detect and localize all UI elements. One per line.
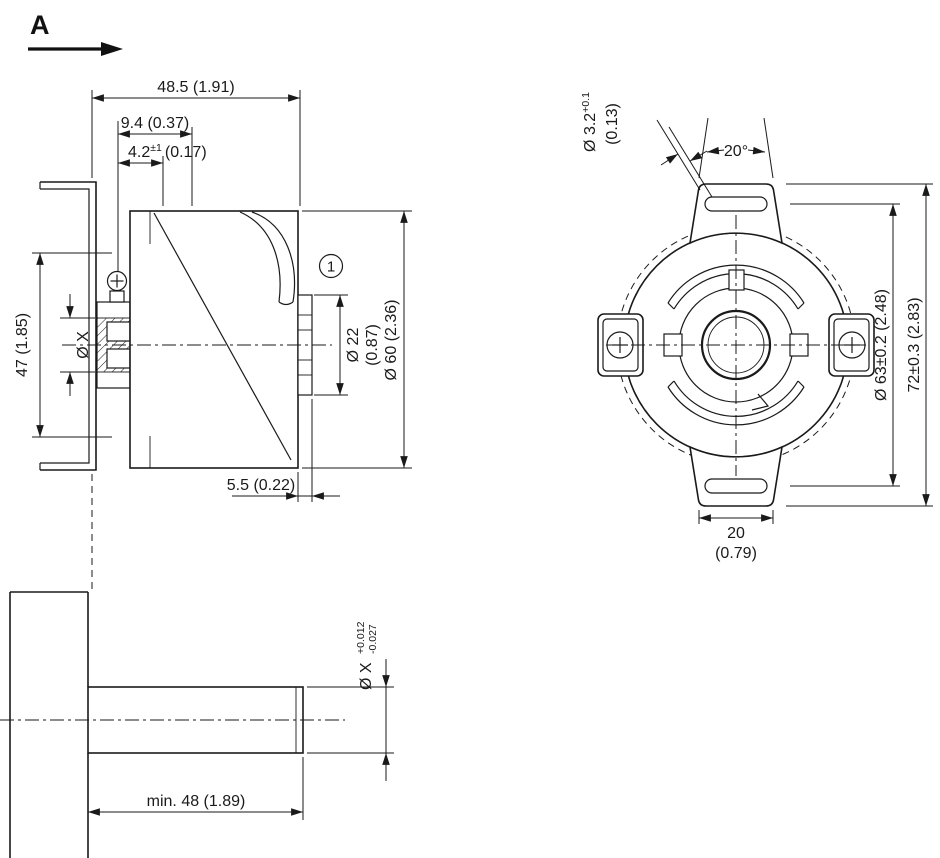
view-direction-indicator: A (28, 10, 123, 56)
clamp-screw-stem (109, 290, 125, 303)
dim-depth-total-label: 48.5 (1.91) (157, 79, 234, 96)
dim-hub-diameter-label: Ø 22 (345, 328, 362, 363)
callout-1-circle-icon (318, 253, 344, 279)
dimension-screw-offset: 9.4 (0.37) (118, 115, 193, 206)
mounting-bracket (39, 181, 97, 590)
dimension-body-diameter: Ø 60 (2.36) (302, 210, 412, 469)
dim-slot-width-inch-label: (0.13) (604, 103, 621, 145)
dim-hub-diameter-inch-label: (0.87) (364, 324, 381, 366)
torque-tab-bottom (688, 445, 784, 507)
side-view: 48.5 (1.91) 9.4 (0.37) 4.2±1(0.17) 47 (1… (14, 79, 412, 590)
torque-tab-top (688, 183, 784, 245)
callout-1: 1 (318, 253, 344, 279)
dimension-tab-angle: 20° (698, 117, 774, 179)
dimension-slot-width: Ø 3.2+0.1 (0.13) (580, 92, 713, 198)
view-direction-arrow-head-icon (101, 42, 123, 56)
torque-tab-top-slot (704, 196, 768, 212)
clamp-notch (751, 393, 770, 411)
dim-tab-width-label: 20 (727, 525, 745, 542)
dim-height-label: 47 (1.85) (14, 313, 31, 377)
dimension-height: 47 (1.85) (14, 252, 112, 438)
dimension-min-shaft-length: min. 48 (1.89) (87, 757, 304, 820)
dim-shaft-fit-lower-tolerance: -0.027 (367, 624, 379, 654)
dim-overall-height-label: 72±0.3 (2.83) (906, 297, 923, 392)
dim-screw-offset-label: 9.4 (0.37) (121, 115, 189, 132)
callout-1-label: 1 (327, 259, 335, 276)
torque-tab-bottom-slot (704, 478, 768, 494)
housing-chamfer-line (153, 212, 292, 461)
dimension-hub-diameter: Ø 22 (0.87) (314, 294, 381, 396)
dimension-spring-diameter: Ø 63±0.2 (2.48) (790, 203, 900, 487)
dimension-mounting-depth: 4.2±1(0.17) (117, 121, 207, 272)
dimension-depth-total: 48.5 (1.91) (91, 79, 301, 206)
customer-shaft-view: Ø X +0.012 -0.027 min. 48 (1.89) (0, 591, 394, 858)
dim-tab-width-inch-label: (0.79) (715, 545, 757, 562)
dim-shaft-fit-label-group: Ø X +0.012 -0.027 (355, 621, 379, 690)
shaft-clamp-hub (96, 270, 131, 389)
dimension-rear-protrusion: 5.5 (0.22) (227, 399, 340, 502)
dim-shaft-fit-upper-tolerance: +0.012 (355, 621, 367, 654)
dim-spring-diameter-label: Ø 63±0.2 (2.48) (873, 289, 890, 401)
dim-slot-width-label: Ø 3.2+0.1 (580, 92, 599, 152)
encoder-body-section (62, 210, 332, 469)
dimension-tab-width: 20 (0.79) (698, 510, 774, 562)
dimension-shaft-fit: Ø X +0.012 -0.027 (307, 621, 394, 781)
dim-mounting-depth-label: 4.2±1(0.17) (128, 142, 207, 161)
dimension-shaft-diameter: Ø X (60, 294, 95, 396)
dim-shaft-fit-label: Ø X (358, 662, 375, 690)
dim-rear-protrusion-label: 5.5 (0.22) (227, 477, 295, 494)
cable-outline (251, 211, 296, 303)
dim-body-diameter-label: Ø 60 (2.36) (383, 300, 400, 381)
dimension-overall-height: 72±0.3 (2.83) (786, 183, 933, 507)
dim-shaft-diameter-label: Ø X (75, 331, 92, 359)
view-direction-label: A (30, 10, 50, 40)
dim-min-shaft-length-label: min. 48 (1.89) (147, 793, 246, 810)
dim-tab-angle-label: 20° (724, 143, 748, 160)
front-view: Ø 3.2+0.1 (0.13) 20° Ø 63±0.2 (2.48) 72±… (580, 92, 933, 562)
